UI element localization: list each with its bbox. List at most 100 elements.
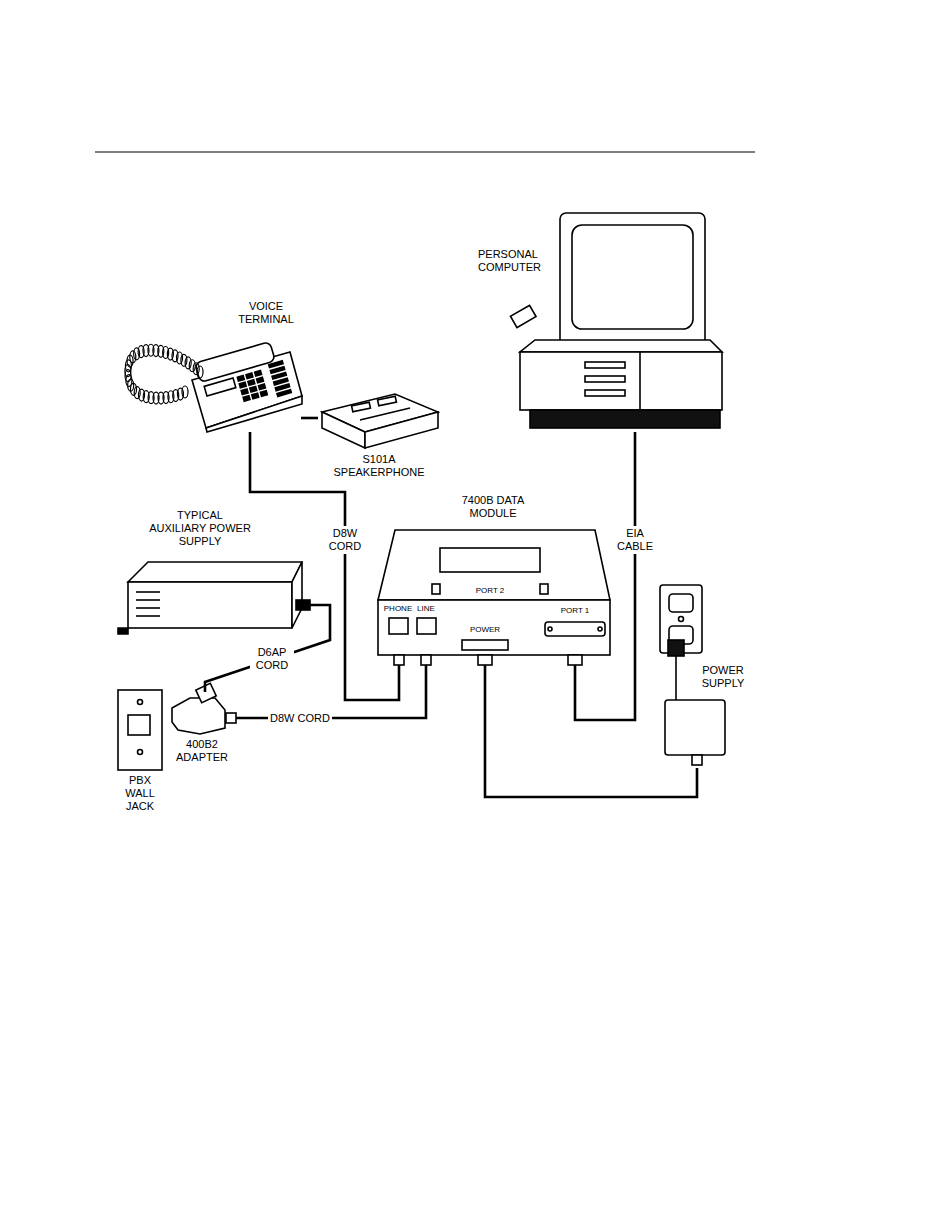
data-module xyxy=(378,530,610,665)
equipment-label: PERSONAL COMPUTER xyxy=(478,248,554,274)
power-supply-box-part xyxy=(692,755,702,765)
cord-label: D6AP CORD xyxy=(250,645,294,673)
equipment-node: PERSONAL COMPUTER xyxy=(470,210,725,432)
voice-terminal-part xyxy=(237,361,291,401)
voice-terminal-part-part xyxy=(252,393,259,398)
voice-terminal-part-part xyxy=(259,384,266,389)
data-module-part xyxy=(417,618,436,634)
equipment-label: PBX WALL JACK xyxy=(116,774,164,813)
speakerphone-part xyxy=(352,402,371,412)
personal-computer-part xyxy=(572,225,693,329)
auxiliary-power-supply-part xyxy=(136,591,160,593)
data-module-part xyxy=(432,584,440,594)
port-label: POWER xyxy=(470,626,500,635)
personal-computer-part xyxy=(585,390,625,396)
data-module-part xyxy=(378,530,610,600)
auxiliary-power-supply xyxy=(118,562,310,634)
personal-computer-part xyxy=(560,213,705,345)
wall-outlet-part xyxy=(675,656,677,700)
equipment-label: TYPICAL AUXILIARY POWER SUPPLY xyxy=(148,509,252,548)
voice-terminal-part-part xyxy=(257,377,264,382)
cord-label: EIA CABLE xyxy=(610,526,660,554)
data-module-part xyxy=(478,655,492,665)
data-module-part xyxy=(540,584,548,594)
wall-jack-part xyxy=(118,690,162,770)
port-label: PHONE xyxy=(384,605,412,614)
voice-terminal-part-part xyxy=(241,389,248,394)
wall-outlet-part xyxy=(669,594,693,612)
voice-terminal-part-part xyxy=(255,371,262,376)
voice-terminal-part-part xyxy=(275,384,289,391)
port-label: PORT 2 xyxy=(476,587,505,596)
speakerphone-part xyxy=(378,396,397,406)
data-module-part xyxy=(568,655,582,665)
personal-computer xyxy=(510,213,722,428)
personal-computer-part xyxy=(585,362,625,368)
voice-terminal-part-part xyxy=(272,372,286,379)
voice-terminal-part-part xyxy=(189,360,195,372)
voice-terminal-part-part xyxy=(274,378,288,385)
equipment-node: VOICE TERMINAL xyxy=(115,298,301,432)
equipment-node: S101A SPEAKERPHONE xyxy=(318,385,440,484)
equipment-label: S101A SPEAKERPHONE xyxy=(323,453,435,479)
voice-terminal-part-part xyxy=(277,390,291,397)
personal-computer-part xyxy=(530,410,720,428)
voice-terminal-part xyxy=(125,344,203,404)
voice-terminal-part xyxy=(206,396,302,432)
data-module-part xyxy=(545,622,605,636)
power-supply-box xyxy=(665,700,725,765)
header-rule-part xyxy=(95,151,755,152)
personal-computer-part xyxy=(520,340,722,352)
speakerphone-part xyxy=(322,412,365,448)
wall-outlet-part xyxy=(668,640,684,656)
port-label: LINE xyxy=(417,605,435,614)
voice-terminal-part-part xyxy=(134,348,140,360)
power-supply-box-part xyxy=(665,700,725,755)
data-module-part xyxy=(462,640,508,650)
auxiliary-power-supply-part xyxy=(136,615,160,617)
voice-terminal-part-part xyxy=(260,391,267,396)
data-module-part xyxy=(421,655,431,665)
voice-terminal-part-part xyxy=(270,367,284,374)
equipment-label: 7400B DATA MODULE xyxy=(451,494,535,520)
equipment-label: POWER SUPPLY xyxy=(692,664,754,690)
adapter-part xyxy=(226,713,236,723)
voice-terminal-part xyxy=(204,378,236,396)
wall-outlet xyxy=(660,585,702,700)
voice-terminal-part-part xyxy=(130,383,136,395)
cord xyxy=(205,605,330,692)
speakerphone-part xyxy=(365,412,438,448)
voice-terminal-part-part xyxy=(185,357,191,369)
voice-terminal-part-part xyxy=(239,382,246,387)
wall-jack-part xyxy=(128,715,150,735)
header-rule xyxy=(95,152,755,153)
equipment-node: 7400B DATA MODULE xyxy=(375,492,615,665)
cord-label: D8W CORD xyxy=(268,711,332,726)
auxiliary-power-supply-part xyxy=(296,600,310,610)
auxiliary-power-supply-part xyxy=(128,562,302,582)
voice-terminal-part-part xyxy=(250,387,257,392)
equipment-node: POWER SUPPLY xyxy=(660,662,760,768)
wall-jack xyxy=(118,690,162,770)
equipment-node: PBX WALL JACK xyxy=(112,688,168,822)
data-module-part xyxy=(598,627,602,631)
cord xyxy=(301,417,318,420)
voice-terminal-part-part xyxy=(237,376,244,381)
data-module-part xyxy=(548,627,552,631)
wall-outlet-part xyxy=(679,617,684,622)
personal-computer-part xyxy=(585,376,625,382)
equipment-node: 400B2 ADAPTER xyxy=(170,692,236,772)
data-module-part xyxy=(389,618,408,634)
wall-jack-part xyxy=(138,750,143,755)
cord xyxy=(485,665,697,797)
cord xyxy=(575,432,635,720)
equipment-label: 400B2 ADAPTER xyxy=(170,738,234,764)
cord-label: D8W CORD xyxy=(323,526,367,554)
voice-terminal-part-part xyxy=(134,387,140,399)
data-module-part xyxy=(440,548,540,572)
auxiliary-power-supply-part xyxy=(128,582,292,628)
auxiliary-power-supply-part xyxy=(118,628,128,634)
equipment-node: TYPICAL AUXILIARY POWER SUPPLY xyxy=(118,505,310,640)
